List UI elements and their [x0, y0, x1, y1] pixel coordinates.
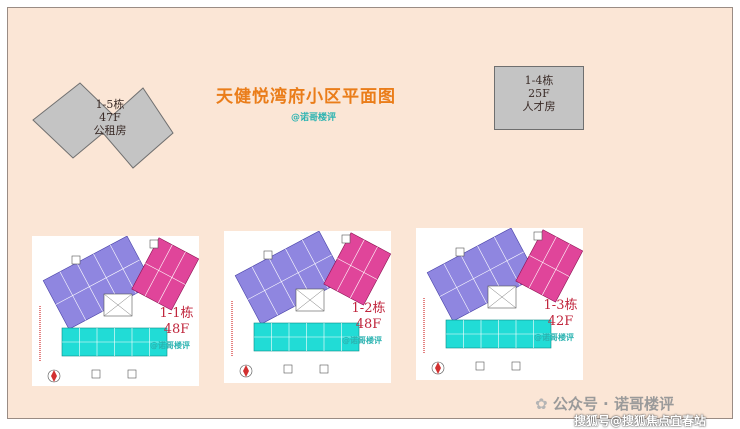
site-plan-canvas: 1-5栋 47F 公租房 天健悦湾府小区平面图 @诺哥楼评 1-4栋 25F 人…	[7, 7, 733, 428]
building-1-4-use: 人才房	[522, 100, 556, 113]
floor-plan-floors: 42F	[547, 314, 574, 329]
floor-plan-floors: 48F	[163, 322, 190, 337]
floor-plan-watermark: @诺哥楼评	[534, 333, 574, 342]
watermark-small: @诺哥楼评	[291, 113, 337, 123]
floor-plan-building-name: 1-2栋	[351, 301, 386, 316]
building-1-4-shape	[494, 66, 584, 130]
footer-account-text: 公众号 · 诺哥楼评	[552, 395, 674, 413]
building-1-4-name: 1-4栋	[524, 74, 554, 87]
wechat-icon: ✿	[535, 395, 548, 413]
floor-plan-building-name: 1-1栋	[159, 306, 194, 321]
floor-plan-watermark: @诺哥楼评	[342, 336, 382, 345]
building-1-4-label: 1-4栋 25F 人才房	[494, 74, 584, 113]
page-title: 天健悦湾府小区平面图	[216, 87, 396, 107]
building-1-5-shape	[32, 82, 174, 169]
building-1-5-label: 1-5栋 47F 公租房	[85, 98, 135, 137]
building-1-5-use: 公租房	[93, 124, 127, 137]
building-1-5-name: 1-5栋	[95, 98, 125, 111]
footer-source-watermark: 搜狐号@搜狐焦点宜春站	[574, 414, 707, 428]
floor-plan-drawing	[231, 230, 392, 378]
floor-plan-drawing	[423, 227, 584, 375]
floor-plan-floors: 48F	[355, 317, 382, 332]
building-1-4-floors: 25F	[528, 87, 550, 100]
floor-plan-building-name: 1-3栋	[543, 298, 578, 313]
building-1-5-floors: 47F	[99, 111, 121, 124]
footer-account-watermark: ✿ 公众号 · 诺哥楼评	[535, 393, 674, 414]
floor-plan-watermark: @诺哥楼评	[150, 341, 190, 350]
floor-plan-drawing	[39, 235, 200, 383]
